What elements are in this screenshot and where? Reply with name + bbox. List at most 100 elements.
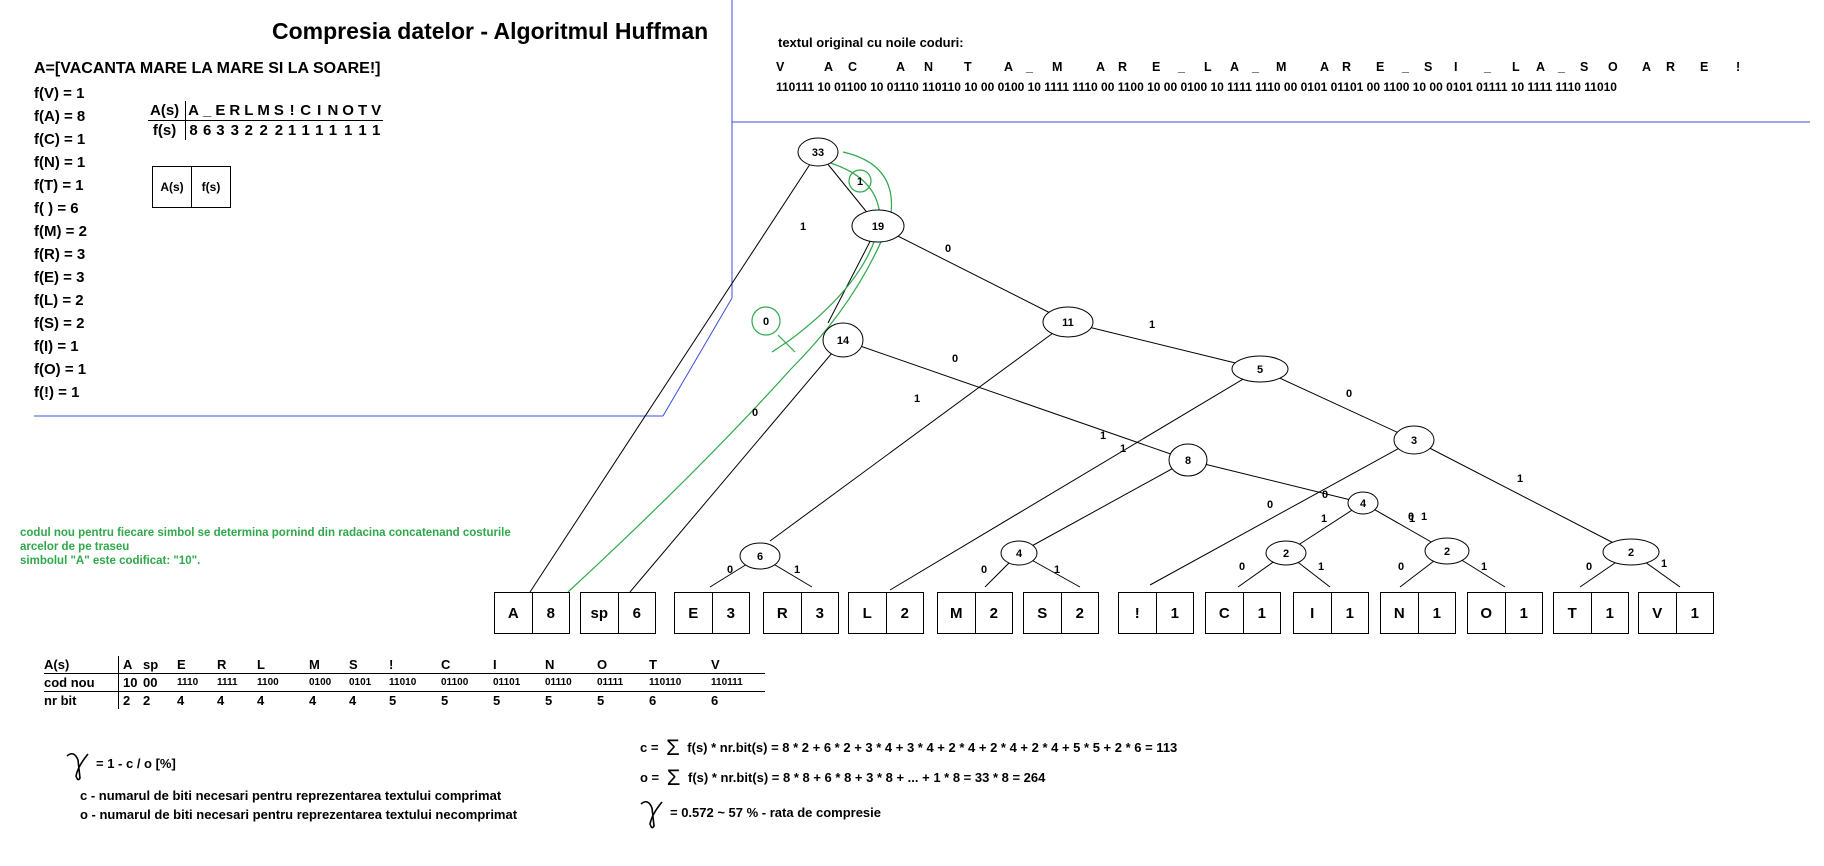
- tree-node-label: 11: [1062, 317, 1074, 329]
- edge-label: 0: [1586, 561, 1592, 573]
- freq-table-value: 1: [301, 122, 310, 139]
- codes-bits: 6: [711, 693, 719, 708]
- tree-edge: [1018, 459, 1189, 554]
- o-definition: o - numarul de biti necesari pentru repr…: [80, 807, 518, 822]
- codes-symbol: L: [253, 656, 305, 674]
- tree-node-label: 33: [812, 147, 824, 159]
- codes-symbol: sp: [139, 656, 173, 674]
- freq-table-symbol: S: [271, 101, 286, 121]
- original-char: _: [1026, 60, 1033, 74]
- original-char: L: [1512, 60, 1520, 74]
- edge-label: 1: [1481, 561, 1487, 573]
- freq-table-symbol: A: [185, 101, 202, 121]
- edge-label: 0: [952, 353, 958, 365]
- original-char: R: [1342, 60, 1352, 74]
- freq-table-value: 3: [230, 122, 239, 139]
- sum-icon: Σ: [666, 765, 681, 790]
- freq-table-value: 6: [203, 122, 212, 139]
- codes-symbol: S: [345, 656, 385, 674]
- tree-edge: [827, 225, 879, 324]
- tree-node: [1347, 491, 1379, 515]
- tree-node: [1231, 355, 1289, 383]
- frequency-item: f(S) = 2: [34, 315, 85, 332]
- note-line: arcelor de pe traseu: [20, 541, 130, 553]
- frequency-item: f(E) = 3: [34, 269, 85, 286]
- original-char: S: [1424, 60, 1433, 74]
- edge-label: 1: [1661, 558, 1667, 570]
- freq-table-header-freq: f(s): [148, 120, 187, 140]
- tree-node: [1000, 540, 1038, 566]
- green-path: [567, 151, 893, 593]
- original-char: S: [1580, 60, 1589, 74]
- freq-table-symbol: C: [298, 101, 314, 121]
- leaf-frequency: 1: [1690, 604, 1699, 622]
- codes-symbol: R: [213, 656, 253, 674]
- original-char: N: [924, 60, 934, 74]
- o-formula: o = Σ f(s) * nr.bit(s) = 8 * 8 + 6 * 8 +…: [640, 765, 1045, 791]
- tree-node-label: 4: [1360, 498, 1367, 510]
- green-label: 0: [763, 316, 769, 328]
- codes-value: 11010: [385, 673, 437, 692]
- frequency-item: f(R) = 3: [34, 246, 86, 263]
- leaf-frequency: 3: [815, 604, 824, 622]
- codes-bits: 2: [143, 693, 151, 708]
- node-template-table: A(s) f(s): [152, 166, 231, 208]
- freq-table-value: 1: [371, 122, 381, 139]
- codes-value: 110110: [645, 673, 707, 692]
- codes-symbol: T: [645, 656, 707, 674]
- edge-label: 0: [1267, 499, 1273, 511]
- freq-table-value: 2: [244, 122, 253, 139]
- freq-table-symbol: L: [242, 101, 256, 121]
- green-label: 1: [857, 176, 863, 188]
- edge-label: 1: [800, 221, 806, 233]
- codes-value: 110111: [707, 673, 765, 692]
- leaf-symbol: E: [675, 593, 713, 633]
- original-char: _: [1178, 60, 1185, 74]
- tree-node: [1424, 537, 1470, 565]
- edge-label: 1: [1100, 430, 1106, 442]
- codes-value: 01110: [541, 673, 593, 692]
- tree-node: [822, 322, 864, 358]
- leaf-symbol: N: [1381, 593, 1419, 633]
- codes-symbol: N: [541, 656, 593, 674]
- c-formula: c = Σ f(s) * nr.bit(s) = 8 * 2 + 6 * 2 +…: [640, 735, 1177, 761]
- tree-node-label: 14: [837, 335, 850, 347]
- edge-label: 1: [1318, 561, 1324, 573]
- freq-table-symbol: O: [340, 101, 356, 121]
- green-path: [771, 159, 881, 353]
- codes-symbol: A: [118, 656, 139, 674]
- original-char: O: [1608, 60, 1618, 74]
- freq-table-value: 1: [358, 122, 367, 139]
- frequency-item: f(I) = 1: [34, 338, 79, 355]
- original-char: A: [824, 60, 834, 74]
- codes-bits: 2: [123, 693, 131, 708]
- original-char: A: [1642, 60, 1652, 74]
- codes-bits: 5: [597, 693, 605, 708]
- tree-edge: [1413, 439, 1632, 553]
- o-expression: f(s) * nr.bit(s) = 8 * 8 + 6 * 8 + 3 * 8…: [688, 770, 1046, 785]
- tree-node: [1168, 443, 1208, 477]
- leaf-frequency: 1: [1432, 604, 1441, 622]
- codes-symbol: !: [385, 656, 437, 674]
- codes-symbol: C: [437, 656, 489, 674]
- page-title: Compresia datelor - Algoritmul Huffman: [272, 18, 709, 44]
- freq-table-value: 2: [274, 122, 284, 139]
- freq-table-symbol: E: [213, 101, 228, 121]
- original-char: A: [1536, 60, 1546, 74]
- edge-label: 1: [914, 393, 920, 405]
- compression-result: = 0.572 ~ 57 % - rata de compresie: [670, 805, 882, 820]
- tree-node: [1042, 306, 1094, 338]
- leaf-frequency: 8: [546, 604, 555, 622]
- leaf-symbol: L: [849, 593, 887, 633]
- original-char: R: [1666, 60, 1676, 74]
- original-char: A: [896, 60, 906, 74]
- codes-bits: 4: [257, 693, 265, 708]
- original-char: M: [1276, 60, 1287, 74]
- codes-value: 01100: [437, 673, 489, 692]
